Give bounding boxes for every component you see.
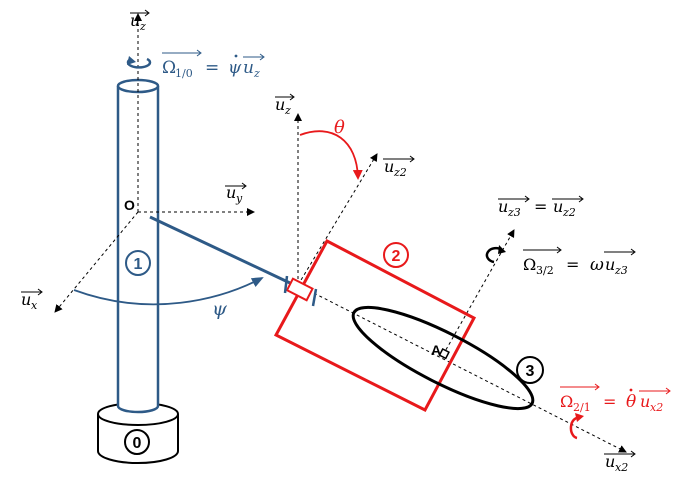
frame-0-axes xyxy=(54,13,255,313)
svg-text:u: u xyxy=(498,197,508,216)
svg-text:z2: z2 xyxy=(393,166,407,179)
pivot-bearing xyxy=(283,275,318,307)
ux-axis-line xyxy=(54,211,139,313)
svg-text:x2: x2 xyxy=(650,401,663,414)
svg-text:u: u xyxy=(21,290,31,309)
svg-text:Ω: Ω xyxy=(523,255,536,274)
svg-text:=: = xyxy=(205,58,219,78)
svg-text:0: 0 xyxy=(133,435,142,452)
rotation-icon-omega-21 xyxy=(569,413,584,440)
omega-10-formula: Ω 1/0 = ψ u z xyxy=(162,49,265,80)
label-uz-second: u z xyxy=(275,93,295,117)
svg-text:3: 3 xyxy=(526,363,535,380)
svg-text:u: u xyxy=(605,255,615,274)
svg-text:2: 2 xyxy=(392,248,401,265)
svg-text:y: y xyxy=(235,192,243,205)
badge-solid-0: 0 xyxy=(124,429,150,455)
badge-solid-3: 3 xyxy=(516,356,544,384)
svg-text:θ: θ xyxy=(626,392,636,412)
uz2-axis-line xyxy=(297,153,378,286)
svg-text:2/1: 2/1 xyxy=(573,401,591,414)
point-a-label: A xyxy=(431,342,441,358)
label-ux: u x xyxy=(21,288,43,312)
frame-solid-2 xyxy=(273,238,477,412)
point-o-label: O xyxy=(124,197,135,213)
svg-text:ψ: ψ xyxy=(228,58,242,78)
theta-label: θ xyxy=(334,117,345,138)
svg-text:u: u xyxy=(275,95,285,114)
point-a-marker xyxy=(438,347,450,360)
omega-21-formula: Ω 2/1 = θ u x2 xyxy=(560,383,671,414)
label-ux2: u x2 xyxy=(604,450,636,474)
psi-label: ψ xyxy=(212,298,228,320)
svg-text:u: u xyxy=(640,392,650,411)
label-uz3-equals-uz2: u z3 = u z2 xyxy=(498,195,584,219)
column-solid-1 xyxy=(116,78,160,414)
svg-text:u: u xyxy=(553,197,563,216)
svg-text:Ω: Ω xyxy=(162,58,176,78)
svg-text:Ω: Ω xyxy=(560,392,573,411)
svg-text:z2: z2 xyxy=(562,206,576,219)
svg-text:u: u xyxy=(243,58,254,78)
svg-text:=: = xyxy=(603,392,616,411)
svg-text:u: u xyxy=(605,452,615,471)
label-uz2: u z2 xyxy=(383,155,415,179)
label-uz-main: u z xyxy=(130,9,150,33)
svg-text:1/0: 1/0 xyxy=(175,67,193,80)
svg-text:x: x xyxy=(31,299,38,312)
badge-solid-1: 1 xyxy=(125,250,151,276)
svg-text:=: = xyxy=(534,197,547,216)
svg-text:u: u xyxy=(226,183,236,202)
svg-text:3/2: 3/2 xyxy=(536,264,554,277)
psi-arc-arrow xyxy=(73,277,264,306)
rotation-icon-omega-10 xyxy=(126,56,152,69)
omega-32-formula: Ω 3/2 = ω u z3 xyxy=(523,246,636,277)
svg-text:=: = xyxy=(566,255,579,274)
badge-solid-2: 2 xyxy=(383,242,409,268)
theta-arc-arrow xyxy=(299,130,363,180)
arm-link xyxy=(149,215,291,285)
svg-text:z: z xyxy=(284,104,291,117)
svg-text:u: u xyxy=(384,157,394,176)
label-uy: u y xyxy=(225,182,247,205)
svg-text:z: z xyxy=(253,67,260,80)
svg-text:u: u xyxy=(130,11,140,30)
disc-solid-3 xyxy=(351,305,535,411)
svg-text:z3: z3 xyxy=(614,264,628,277)
rotation-icon-omega-32 xyxy=(485,245,506,264)
svg-text:x2: x2 xyxy=(615,461,628,474)
svg-text:1: 1 xyxy=(134,256,143,273)
svg-text:z: z xyxy=(139,20,146,33)
svg-text:ω: ω xyxy=(590,255,604,275)
svg-text:z3: z3 xyxy=(507,206,521,219)
